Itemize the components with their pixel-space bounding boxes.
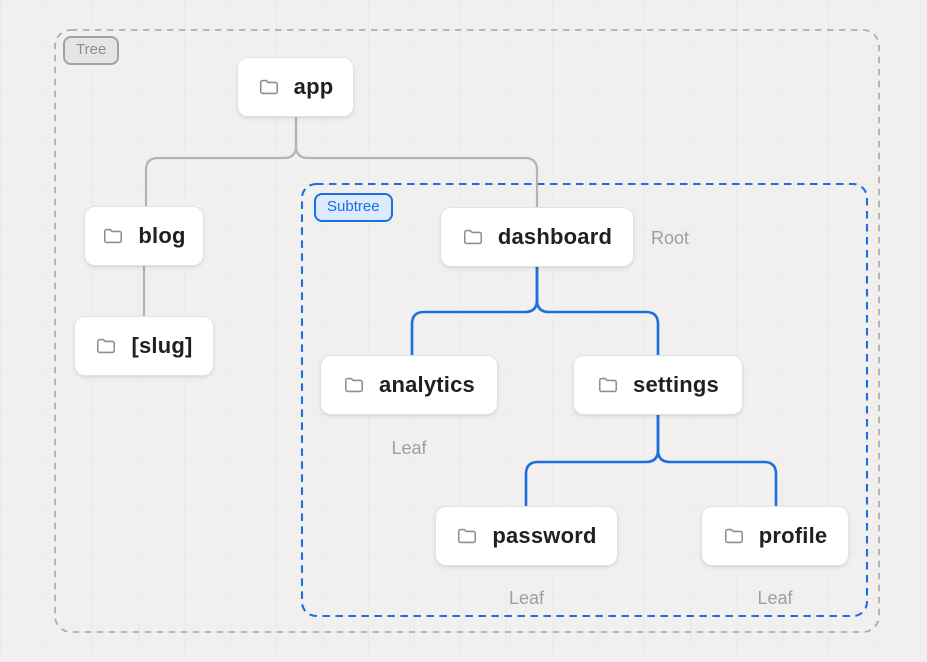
edge-app-blog <box>144 115 298 208</box>
node-dashboard: dashboard <box>440 207 634 267</box>
folder-icon <box>95 335 117 357</box>
node-label: password <box>492 523 597 548</box>
annotation-leaf-password: Leaf <box>508 588 545 608</box>
node-slug: [slug] <box>74 316 214 376</box>
edge-settings-profile <box>656 413 778 508</box>
folder-icon <box>462 226 484 248</box>
node-profile: profile <box>701 506 849 566</box>
node-analytics: analytics <box>320 355 498 415</box>
subtree-badge: Subtree <box>314 193 393 222</box>
node-label: dashboard <box>497 224 613 249</box>
node-password: password <box>435 506 618 566</box>
node-app: app <box>237 57 354 117</box>
node-label: [slug] <box>131 333 193 358</box>
folder-icon <box>102 225 124 247</box>
annotation-root: Root <box>651 228 690 248</box>
annotation-leaf-analytics: Leaf <box>391 438 427 458</box>
edge-settings-password <box>524 413 660 508</box>
node-label: blog <box>138 223 186 248</box>
node-label: settings <box>633 372 719 397</box>
node-label: analytics <box>379 372 475 397</box>
edge-app-dashboard <box>294 115 539 209</box>
node-label: app <box>293 74 334 99</box>
folder-icon <box>597 374 619 396</box>
node-label: profile <box>758 523 828 548</box>
annotation-leaf-profile: Leaf <box>757 588 793 608</box>
subtree-boundary <box>300 182 869 618</box>
node-settings: settings <box>573 355 743 415</box>
folder-icon <box>258 76 280 98</box>
folder-icon <box>343 374 365 396</box>
edge-dashboard-analytics <box>410 265 539 357</box>
edge-dashboard-settings <box>535 265 660 357</box>
folder-icon <box>723 525 745 547</box>
folder-icon <box>456 525 478 547</box>
tree-badge: Tree <box>63 36 120 65</box>
tree-boundary <box>54 29 880 633</box>
node-blog: blog <box>84 206 204 266</box>
